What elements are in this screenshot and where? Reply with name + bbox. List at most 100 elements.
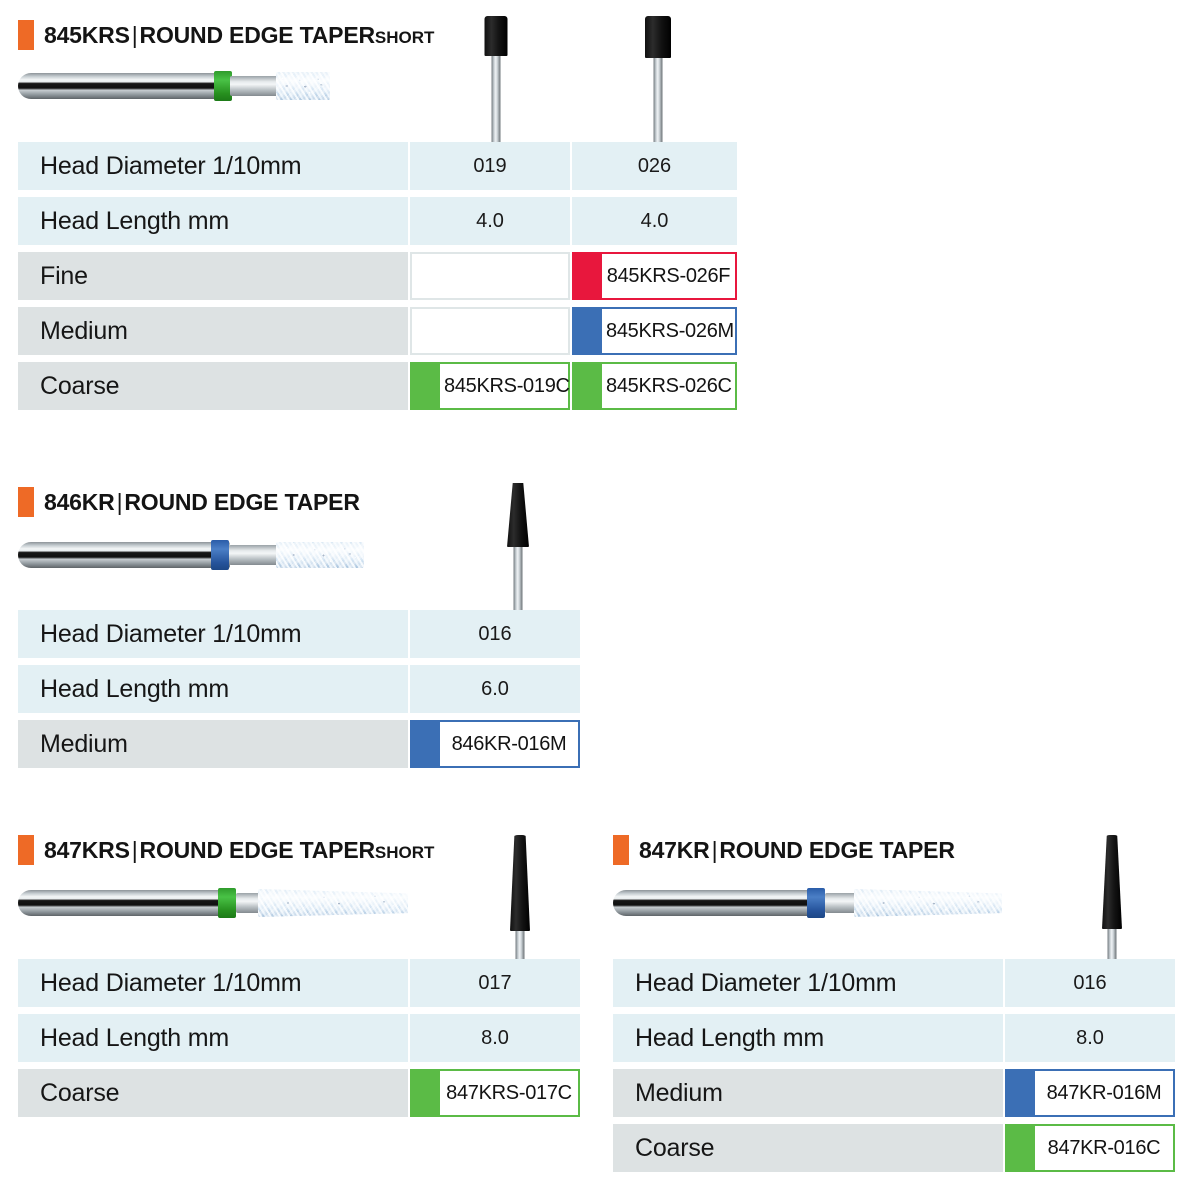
page-title: 846KR|ROUND EDGE TAPER — [44, 489, 360, 516]
row-label: Head Length mm — [18, 197, 408, 245]
product-code-text: 845KRS-026C — [606, 374, 732, 397]
table-row: Head Diameter 1/10mm 016 — [613, 959, 1183, 1007]
bur-profile-head — [1102, 835, 1122, 929]
bur-diamond-head — [854, 889, 1002, 917]
orange-marker-icon — [18, 20, 34, 50]
table-row: Head Length mm 6.0 — [18, 665, 588, 713]
orange-marker-icon — [18, 835, 34, 865]
bur-profile-shank — [1107, 923, 1117, 991]
bur-profile-shank — [513, 541, 523, 639]
product-section-845KRS: 845KRS|ROUND EDGE TAPERSHORT Head Diamet… — [18, 16, 748, 410]
product-code: 847KR — [639, 836, 710, 863]
bur-diamond-head — [276, 72, 330, 100]
table-row: Head Diameter 1/10mm 019 026 — [18, 142, 748, 190]
product-code-text: 845KRS-026F — [606, 264, 731, 287]
product-code-text: 847KRS-017C — [446, 1081, 572, 1104]
section-header: 845KRS|ROUND EDGE TAPERSHORT — [18, 18, 748, 52]
value-cell-026: 4.0 — [572, 197, 737, 245]
product-name: ROUND EDGE TAPER — [139, 21, 376, 48]
bur-shank — [613, 890, 825, 916]
bur-profile-head — [645, 16, 671, 58]
bur-illustration-horizontal — [613, 881, 1013, 925]
bur-color-band-blue — [807, 888, 825, 918]
empty-cell — [410, 252, 570, 300]
bur-profile-shank — [515, 925, 525, 989]
value-cell-016: 6.0 — [410, 665, 580, 713]
table-row: Coarse 847KRS-017C — [18, 1069, 588, 1117]
product-suffix: SHORT — [374, 27, 435, 47]
bur-profile-head — [510, 835, 530, 931]
title-separator: | — [116, 488, 123, 515]
grit-color-swatch-medium — [1007, 1071, 1035, 1115]
table-row: Head Diameter 1/10mm 017 — [18, 959, 588, 1007]
product-section-846KR: 846KR|ROUND EDGE TAPER Head Diameter 1/1… — [18, 483, 588, 768]
bur-illustration-horizontal — [18, 881, 418, 925]
page-title: 847KR|ROUND EDGE TAPER — [639, 837, 955, 864]
product-section-847KRS: 847KRS|ROUND EDGE TAPERSHORT Head Diamet… — [18, 833, 588, 1117]
bur-profile-head — [507, 483, 529, 547]
product-code-button[interactable]: 845KRS-026F — [572, 252, 737, 300]
bur-diamond-head — [258, 889, 408, 917]
value-cell-016: 016 — [1005, 959, 1175, 1007]
product-code-text: 845KRS-026M — [606, 319, 734, 342]
bur-profile-016 — [496, 479, 540, 639]
row-label: Head Length mm — [613, 1014, 1003, 1062]
row-label-coarse: Coarse — [18, 1069, 408, 1117]
row-label: Head Diameter 1/10mm — [18, 142, 408, 190]
bur-illustration-horizontal — [18, 533, 364, 577]
product-code-button[interactable]: 846KR-016M — [410, 720, 580, 768]
bur-profile-017 — [498, 829, 542, 989]
bur-illustration-horizontal — [18, 64, 330, 108]
grit-color-swatch-medium — [574, 309, 602, 353]
value-cell-026: 026 — [572, 142, 737, 190]
bur-shank — [18, 542, 230, 568]
page-title: 847KRS|ROUND EDGE TAPERSHORT — [44, 837, 434, 864]
row-label-coarse: Coarse — [613, 1124, 1003, 1172]
product-code: 845KRS — [44, 21, 130, 48]
table-row: Head Length mm 8.0 — [18, 1014, 588, 1062]
bur-profile-016 — [1090, 829, 1134, 991]
bur-profile-019 — [476, 12, 516, 160]
product-code-button[interactable]: 845KRS-019C — [410, 362, 570, 410]
value-cell-017: 8.0 — [410, 1014, 580, 1062]
product-name: ROUND EDGE TAPER — [124, 488, 360, 515]
product-code-button[interactable]: 845KRS-026M — [572, 307, 737, 355]
table-row: Medium 846KR-016M — [18, 720, 588, 768]
value-cell-019: 019 — [410, 142, 570, 190]
product-name: ROUND EDGE TAPER — [139, 836, 376, 863]
page-title: 845KRS|ROUND EDGE TAPERSHORT — [44, 22, 434, 49]
table-row: Medium 847KR-016M — [613, 1069, 1183, 1117]
product-code-button[interactable]: 847KR-016C — [1005, 1124, 1175, 1172]
title-separator: | — [131, 836, 138, 863]
grit-color-swatch-coarse — [412, 1071, 440, 1115]
grit-color-swatch-fine — [574, 254, 602, 298]
orange-marker-icon — [18, 487, 34, 517]
value-cell-016: 016 — [410, 610, 580, 658]
product-suffix: SHORT — [374, 842, 435, 862]
bur-profile-026 — [638, 12, 678, 160]
table-row: Head Length mm 8.0 — [613, 1014, 1183, 1062]
product-code: 846KR — [44, 488, 115, 515]
product-code-text: 847KR-016M — [1046, 1081, 1162, 1104]
bur-profile-head — [484, 16, 508, 56]
row-label: Head Diameter 1/10mm — [18, 610, 408, 658]
section-header: 846KR|ROUND EDGE TAPER — [18, 485, 588, 519]
product-code-text: 846KR-016M — [451, 732, 567, 755]
section-header: 847KRS|ROUND EDGE TAPERSHORT — [18, 833, 588, 867]
bur-profile-shank — [491, 50, 501, 160]
table-row: Head Length mm 4.0 4.0 — [18, 197, 748, 245]
product-code-button[interactable]: 845KRS-026C — [572, 362, 737, 410]
row-label-medium: Medium — [613, 1069, 1003, 1117]
product-code-text: 847KR-016C — [1047, 1136, 1161, 1159]
product-code: 847KRS — [44, 836, 130, 863]
row-label: Head Diameter 1/10mm — [18, 959, 408, 1007]
row-label-coarse: Coarse — [18, 362, 408, 410]
bur-shank — [18, 890, 236, 916]
table-row: Fine 845KRS-026F — [18, 252, 748, 300]
table-row: Head Diameter 1/10mm 016 — [18, 610, 588, 658]
bur-color-band-blue — [211, 540, 229, 570]
orange-marker-icon — [613, 835, 629, 865]
product-code-button[interactable]: 847KRS-017C — [410, 1069, 580, 1117]
product-code-button[interactable]: 847KR-016M — [1005, 1069, 1175, 1117]
row-label: Head Diameter 1/10mm — [613, 959, 1003, 1007]
